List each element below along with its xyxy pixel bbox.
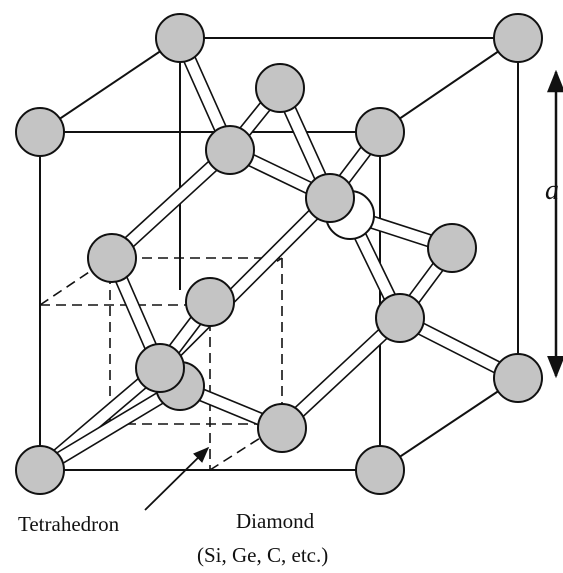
pointer-arrow bbox=[144, 446, 210, 511]
lattice-constant-label: a bbox=[545, 175, 559, 206]
atom bbox=[185, 277, 235, 327]
atom bbox=[205, 125, 255, 175]
atom bbox=[355, 107, 405, 157]
atom bbox=[257, 403, 307, 453]
atom bbox=[375, 293, 425, 343]
atom bbox=[135, 343, 185, 393]
tetrahedron-label: Tetrahedron bbox=[18, 512, 120, 536]
cube-edge bbox=[379, 37, 519, 133]
atom bbox=[427, 223, 477, 273]
atom bbox=[255, 63, 305, 113]
atom bbox=[155, 13, 205, 63]
atom bbox=[355, 445, 405, 495]
cube-edges bbox=[39, 37, 519, 471]
atoms bbox=[15, 13, 543, 495]
atom bbox=[15, 107, 65, 157]
atom bbox=[493, 13, 543, 63]
atom bbox=[15, 445, 65, 495]
atom bbox=[305, 173, 355, 223]
examples-label: (Si, Ge, C, etc.) bbox=[197, 543, 329, 567]
tetrahedron-pointer bbox=[144, 446, 210, 511]
atom bbox=[87, 233, 137, 283]
diamond-label: Diamond bbox=[236, 509, 315, 533]
atom bbox=[493, 353, 543, 403]
cube-edge bbox=[379, 377, 519, 471]
cube-edge bbox=[39, 37, 181, 133]
